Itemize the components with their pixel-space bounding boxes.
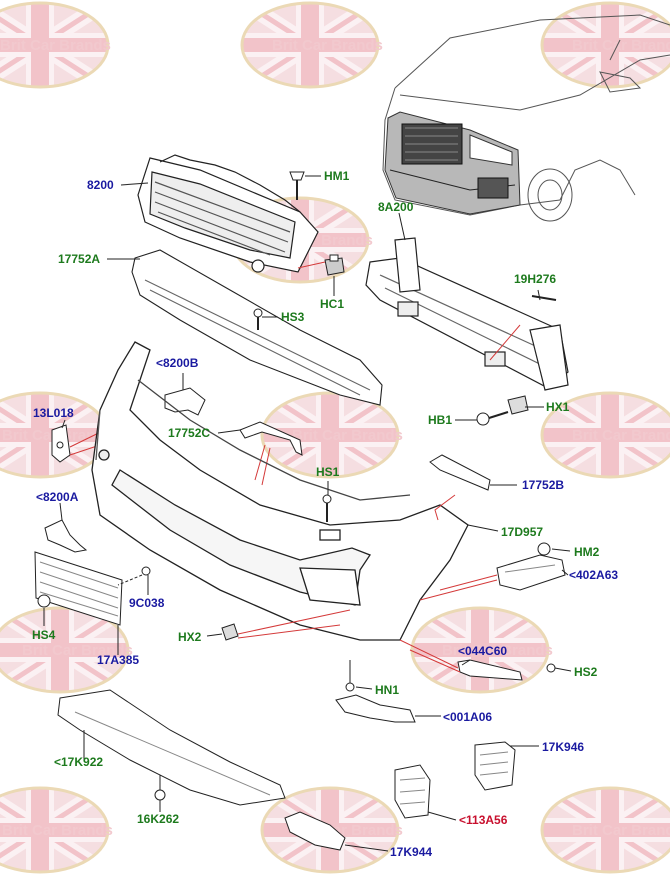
- bracket-hx2: [221, 623, 239, 641]
- clip-hc1: [324, 254, 345, 276]
- label-8200a: <8200A: [36, 490, 79, 504]
- label-17a385: 17A385: [97, 653, 140, 667]
- part-13l018: [51, 424, 71, 463]
- label-hx2: HX2: [178, 630, 202, 644]
- part-8a200-beam: [365, 237, 569, 391]
- fastener-hs2: [546, 663, 556, 673]
- label-001a06: <001A06: [443, 710, 493, 724]
- label-hx1: HX1: [546, 400, 570, 414]
- fastener-9c038: [141, 566, 151, 576]
- label-leaders: [43, 175, 572, 852]
- part-8200a: [44, 519, 88, 553]
- watermark-text-layer: Brit Car Brands Brit Car Brands Brit Car…: [0, 37, 670, 839]
- label-9c038: 9C038: [129, 596, 165, 610]
- label-hb1: HB1: [428, 413, 453, 427]
- label-17752a: 17752A: [58, 252, 101, 266]
- label-hm1: HM1: [324, 169, 350, 183]
- label-hs3: HS3: [281, 310, 305, 324]
- label-044c60: <044C60: [458, 644, 508, 658]
- label-17752b: 17752B: [522, 478, 565, 492]
- watermark-text: Brit Car Brands: [272, 37, 383, 54]
- part-17752c: [239, 421, 303, 456]
- fastener-hb1: [476, 411, 509, 426]
- label-17k922: <17K922: [54, 755, 104, 769]
- watermark-text: Brit Car Brands: [442, 642, 553, 659]
- label-8a200: 8A200: [378, 200, 414, 214]
- label-hm2: HM2: [574, 545, 600, 559]
- watermark-text: Brit Car Brands: [572, 822, 670, 839]
- fastener-hs4: [37, 594, 51, 608]
- part-19h276: [531, 295, 557, 301]
- watermark-text: Brit Car Brands: [572, 37, 670, 54]
- part-17k922-undertray: [57, 689, 286, 806]
- label-8200b: <8200B: [156, 356, 199, 370]
- label-hs2: HS2: [574, 665, 598, 679]
- watermark-text: Brit Car Brands: [0, 37, 111, 54]
- label-8200: 8200: [87, 178, 114, 192]
- watermark-text: Brit Car Brands: [2, 822, 113, 839]
- label-113a56: <113A56: [459, 813, 508, 827]
- fastener-hs3: [253, 308, 263, 330]
- part-001a06: [335, 694, 416, 723]
- part-17k944: [284, 811, 346, 851]
- fastener-hm2: [537, 542, 551, 556]
- label-16k262: 16K262: [137, 812, 180, 826]
- vehicle-front-highlight: [384, 111, 521, 215]
- label-17d957: 17D957: [501, 525, 544, 539]
- label-hn1: HN1: [375, 683, 400, 697]
- label-hs4: HS4: [32, 628, 56, 642]
- part-8200b: [164, 387, 206, 416]
- part-17d957-bumper-cover: [91, 341, 469, 641]
- part-17752b: [429, 454, 491, 491]
- fastener-hs1: [322, 494, 332, 522]
- label-19h276: 19H276: [514, 272, 557, 286]
- watermark-text: Brit Car Brands: [572, 427, 670, 444]
- fastener-hn1: [345, 660, 355, 692]
- part-17k946: [474, 741, 516, 791]
- label-13l018: 13L018: [33, 406, 74, 420]
- part-17a385-grille-plate: [34, 551, 123, 626]
- bracket-hx1: [507, 395, 529, 415]
- label-402a63: <402A63: [569, 568, 619, 582]
- label-hs1: HS1: [316, 465, 340, 479]
- part-113a56: [394, 764, 431, 819]
- watermark-text: Brit Car Brands: [292, 427, 403, 444]
- label-17752c: 17752C: [168, 426, 211, 440]
- watermark-text: Brit Car Brands: [22, 642, 133, 659]
- label-17k944: 17K944: [390, 845, 433, 859]
- part-8200-grille: [137, 154, 319, 273]
- label-hc1: HC1: [320, 297, 345, 311]
- label-17k946: 17K946: [542, 740, 585, 754]
- fastener-16k262: [154, 775, 166, 801]
- part-402a63: [496, 554, 566, 591]
- fastener-hm1: [289, 171, 305, 200]
